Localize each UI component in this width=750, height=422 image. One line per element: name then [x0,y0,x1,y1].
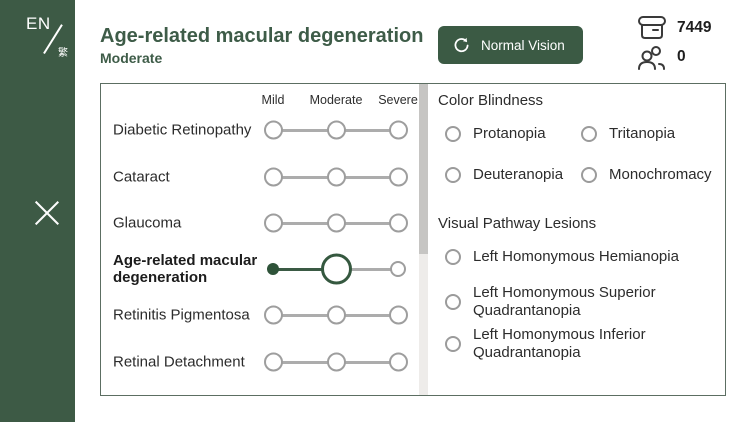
severity-slider-selected[interactable] [263,253,409,285]
severity-header-moderate: Moderate [309,93,363,107]
user-count: 0 [677,47,686,65]
vr-headset-icon [637,15,667,41]
radio-option-left-homonymous-superior-quadrantanopia[interactable]: Left Homonymous Superior Quadrantanopia [445,284,708,320]
severity-header-severe: Severe [378,93,418,107]
slider-knob-severe[interactable] [388,213,408,233]
normal-vision-button[interactable]: Normal Vision [438,26,583,64]
disease-row-retinitis-pigmentosa: Retinitis Pigmentosa [101,295,419,335]
radio-option-left-homonymous-hemianopia[interactable]: Left Homonymous Hemianopia [445,248,679,266]
slider-knob-mild[interactable] [263,213,283,233]
headset-count: 7449 [677,18,712,36]
severity-slider[interactable] [263,167,409,187]
slider-knob-moderate[interactable] [326,352,346,372]
radio-option-tritanopia[interactable]: Tritanopia [581,125,675,143]
disease-row-amd-selected: Age-related macular degeneration [101,249,419,289]
slider-knob-severe[interactable] [390,261,406,277]
radio-icon[interactable] [581,126,597,142]
radio-icon[interactable] [445,249,461,265]
headset-stat: 7449 [637,13,747,42]
slider-knob-mild[interactable] [263,167,283,187]
page-subtitle: Moderate [100,50,163,66]
visual-pathway-title: Visual Pathway Lesions [438,215,597,232]
page-title: Age-related macular degeneration [100,25,424,47]
slider-knob-severe[interactable] [388,167,408,187]
normal-vision-label: Normal Vision [481,37,565,53]
disease-row-diabetic-retinopathy: Diabetic Retinopathy [101,110,419,150]
disease-row-cataract: Cataract [101,157,419,197]
close-icon[interactable] [30,196,64,230]
slider-knob-mild[interactable] [263,352,283,372]
radio-icon[interactable] [445,126,461,142]
severity-slider[interactable] [263,352,409,372]
slider-knob-moderate-selected[interactable] [320,253,352,285]
slider-knob-severe[interactable] [388,120,408,140]
scrollbar[interactable] [419,84,428,395]
slider-knob-moderate[interactable] [326,305,346,325]
disease-label-selected: Age-related macular degeneration [113,252,258,286]
radio-option-left-homonymous-inferior-quadrantanopia[interactable]: Left Homonymous Inferior Quadrantanopia [445,326,708,362]
refresh-icon [452,36,471,55]
severity-header-mild: Mild [261,93,285,107]
slider-knob-mild[interactable] [263,305,283,325]
radio-option-protanopia[interactable]: Protanopia [445,125,546,143]
disease-label: Glaucoma [113,214,182,232]
language-primary-label: EN [26,14,51,33]
disease-label: Retinal Detachment [113,353,245,371]
color-blindness-title: Color Blindness [438,92,544,109]
severity-slider[interactable] [263,305,409,325]
radio-icon[interactable] [581,167,597,183]
severity-slider[interactable] [263,120,409,140]
severity-slider[interactable] [263,213,409,233]
usage-stats: 7449 0 [637,13,747,71]
slider-knob-moderate[interactable] [326,213,346,233]
slider-knob-severe[interactable] [388,352,408,372]
disease-label: Cataract [113,168,170,186]
slider-knob-moderate[interactable] [326,167,346,187]
radio-icon[interactable] [445,167,461,183]
disease-row-glaucoma: Glaucoma [101,203,419,243]
sidebar: EN 繁 [0,0,75,422]
slider-knob-mild[interactable] [263,120,283,140]
users-stat: 0 [637,42,747,71]
conditions-panel: Mild Moderate Severe Diabetic Retinopath… [100,83,726,396]
radio-icon[interactable] [445,294,461,310]
disease-label: Retinitis Pigmentosa [113,306,250,324]
disease-label: Diabetic Retinopathy [113,121,252,139]
radio-option-deuteranopia[interactable]: Deuteranopia [445,166,563,184]
slider-knob-moderate[interactable] [326,120,346,140]
slider-track-active [273,267,336,271]
scrollbar-thumb[interactable] [419,84,428,254]
users-icon [637,44,667,70]
radio-option-monochromacy[interactable]: Monochromacy [581,166,712,184]
slider-track [336,267,398,271]
slider-knob-severe[interactable] [388,305,408,325]
disease-row-retinal-detachment: Retinal Detachment [101,342,419,382]
language-toggle[interactable]: EN 繁 [20,10,72,62]
slider-knob-mild-filled[interactable] [267,263,279,275]
radio-icon[interactable] [445,336,461,352]
language-secondary-label: 繁 [58,48,68,59]
